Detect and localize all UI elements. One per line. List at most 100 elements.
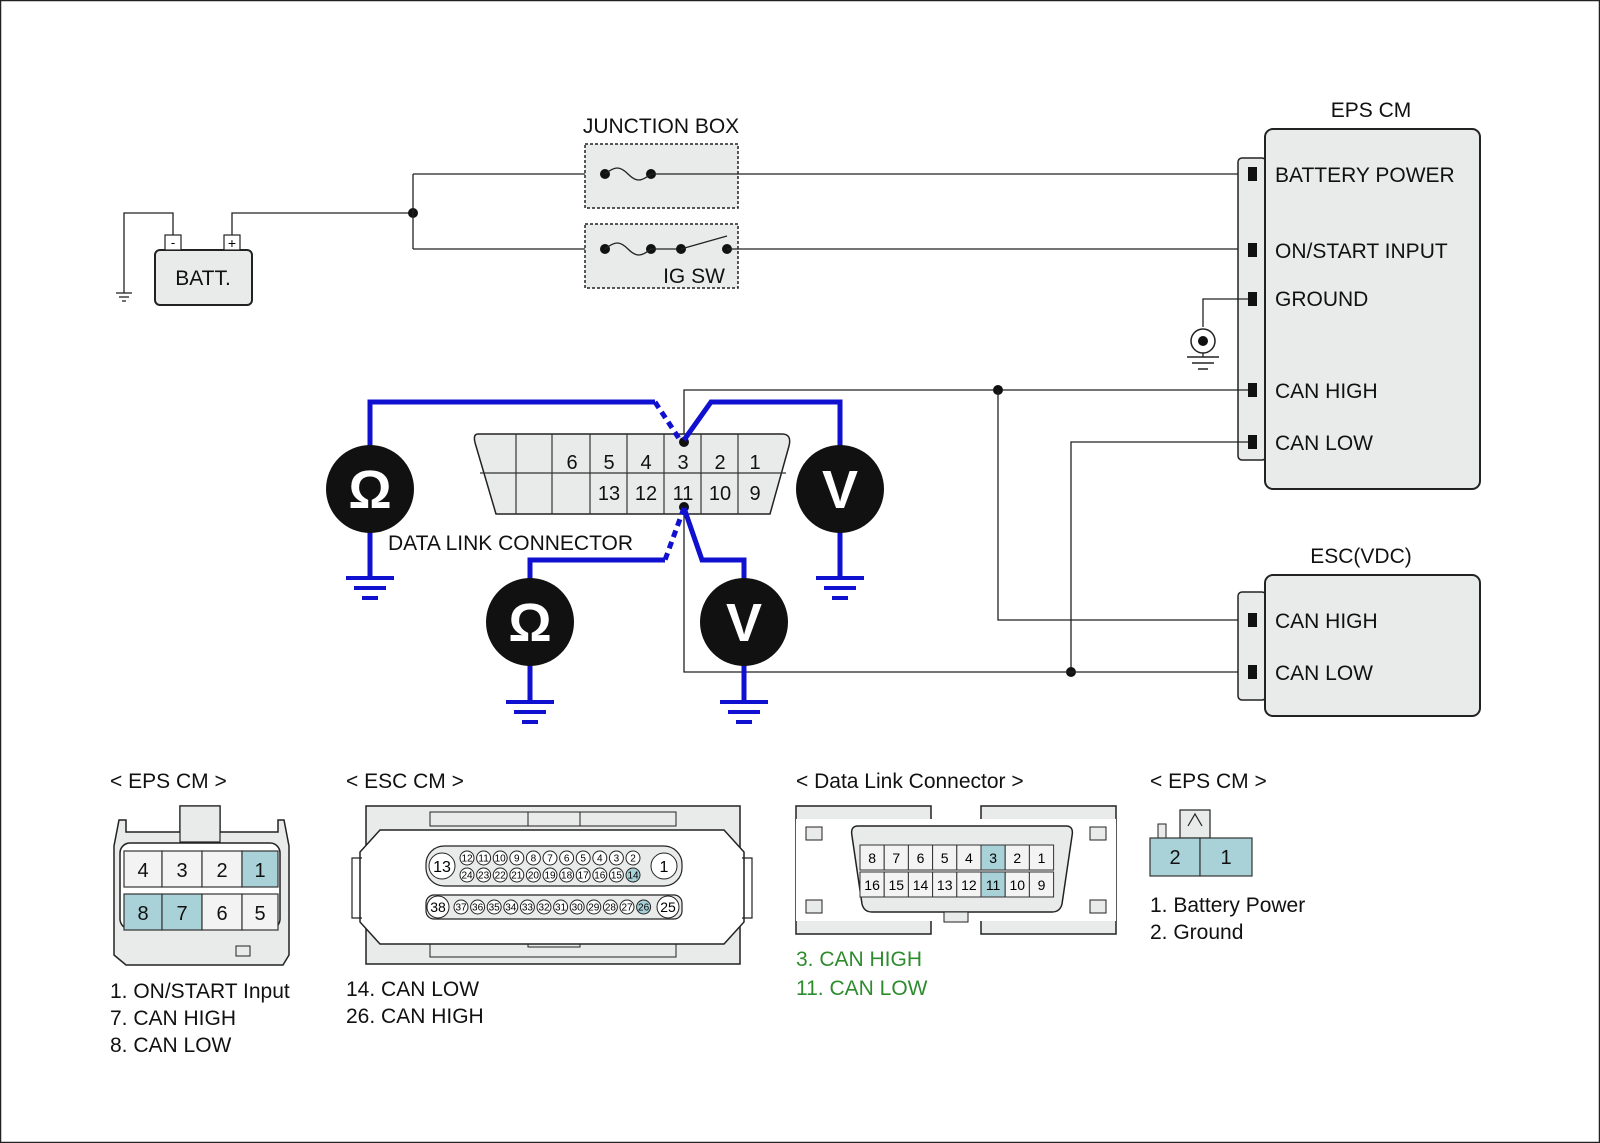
probe-ground-icon	[816, 576, 864, 600]
eps-power-note: 1. Battery Power	[1150, 894, 1305, 917]
dlc-view-pin: 6	[917, 850, 925, 866]
esc-pin-label: 24	[461, 871, 473, 882]
eps-view-note: 8. CAN LOW	[110, 1034, 232, 1057]
eps-view-pin: 7	[176, 903, 187, 925]
ignition-switch-icon	[680, 235, 728, 250]
dlc-pin-10: 10	[709, 483, 731, 505]
eps-view-pin: 4	[137, 860, 148, 882]
esc-pin	[592, 867, 608, 883]
battery-label: BATT.	[175, 267, 231, 290]
esc-pin	[509, 867, 525, 883]
esc-pin-label: 23	[478, 871, 490, 882]
esc-pin	[608, 850, 624, 866]
esc-pin	[459, 850, 475, 866]
volt-probe-wire-top	[681, 399, 843, 448]
esc-pin-label: 8	[531, 854, 537, 865]
esc-pin-label: 5	[580, 854, 586, 865]
battery-neg-label: -	[171, 235, 175, 250]
esc-cm-view-title: < ESC CM >	[346, 770, 464, 793]
volt-symbol: V	[822, 460, 858, 520]
volt-symbol: V	[726, 593, 762, 653]
esc-pin	[575, 850, 591, 866]
esc-pin	[650, 852, 678, 880]
esc-pin	[619, 899, 635, 915]
eps-ground-wire	[1202, 298, 1248, 327]
esc-pin-label: 3	[614, 854, 620, 865]
esc-pin	[559, 867, 575, 883]
esc-pin-label: 37	[455, 903, 467, 914]
esc-pin-label: 33	[522, 903, 534, 914]
esc-pin-label: 38	[430, 899, 446, 915]
chassis-ground-icon	[1187, 328, 1219, 370]
esc-pin-label: 26	[638, 903, 650, 914]
eps-power-pin-cell	[1199, 837, 1253, 877]
dlc-pin-2: 2	[714, 452, 725, 474]
dlc-view-pin-cell	[1004, 871, 1030, 898]
battery-ground-wire	[123, 212, 174, 293]
esc-pin	[492, 867, 508, 883]
dlc-view-pin-cell	[859, 844, 885, 871]
probe-ground-icon	[506, 700, 554, 724]
dlc-view-pin: 9	[1038, 877, 1046, 893]
esc-pin	[486, 899, 502, 915]
ohm-symbol: Ω	[508, 593, 551, 653]
dlc-view-pin-cell	[1004, 844, 1030, 871]
esc-pin-label: 19	[544, 871, 556, 882]
ohm-probe-wire-top	[367, 399, 655, 448]
eps-view-pin: 3	[176, 860, 187, 882]
battery-ground-icon	[116, 292, 132, 302]
dlc-pin-12: 12	[635, 483, 657, 505]
dlc-view-pin-cell	[883, 871, 909, 898]
esc-pin-label: 21	[511, 871, 523, 882]
dlc-view-pin-cell	[980, 871, 1006, 898]
fuse-icon	[604, 167, 652, 181]
eps-power-note: 2. Ground	[1150, 921, 1243, 944]
esc-pin-label: 12	[461, 854, 473, 865]
probe-ground-icon	[346, 576, 394, 600]
esc-pin-label: 28	[605, 903, 617, 914]
esc-pin	[492, 850, 508, 866]
esc-pin	[553, 899, 569, 915]
eps-cm-title: EPS CM	[1331, 99, 1412, 122]
esc-pin-label: 1	[660, 859, 669, 876]
dlc-view-note: 3. CAN HIGH	[796, 948, 922, 971]
eps-pin-on-start-input: ON/START INPUT	[1275, 240, 1448, 263]
ohm-probe-dash-top	[652, 400, 683, 442]
dlc-view-pin: 12	[961, 877, 977, 893]
esc-pin-label: 9	[514, 854, 520, 865]
eps-pin-can-low: CAN LOW	[1275, 432, 1373, 455]
esc-pin	[459, 867, 475, 883]
esc-pin-label: 6	[564, 854, 570, 865]
esc-pin	[542, 850, 558, 866]
dlc-pin-11: 11	[673, 483, 694, 505]
voltmeter-icon: V	[796, 445, 884, 533]
esc-pin	[509, 850, 525, 866]
esc-pin-label: 18	[561, 871, 573, 882]
dlc-view-pin-cell	[956, 844, 982, 871]
esc-pin	[559, 850, 575, 866]
ohm-probe-wire-bottom	[527, 557, 665, 585]
eps-pin-ground: GROUND	[1275, 288, 1368, 311]
dlc-view-pin-cell	[907, 871, 934, 898]
dlc-view-pin: 14	[913, 877, 929, 893]
esc-pin-label: 20	[528, 871, 540, 882]
eps-view-note: 7. CAN HIGH	[110, 1007, 236, 1030]
esc-pin	[608, 867, 624, 883]
eps-view-note: 1. ON/START Input	[110, 980, 290, 1003]
eps-pin-battery-power: BATTERY POWER	[1275, 164, 1455, 187]
voltmeter-icon: V	[700, 578, 788, 666]
dlc-view-pin-cell	[907, 844, 934, 871]
esc-pin-label: 4	[597, 854, 603, 865]
dlc-view-pin-cell	[859, 871, 885, 898]
esc-pin	[525, 867, 541, 883]
junction-box-title: JUNCTION BOX	[583, 115, 739, 138]
dlc-pin-9: 9	[749, 483, 760, 505]
junction-box: JUNCTION BOX IG SW	[583, 115, 739, 289]
eps-view-pin: 8	[137, 903, 148, 925]
dlc-view-pin: 15	[889, 877, 905, 893]
can-high-wire	[683, 389, 1248, 440]
esc-pin-label: 7	[547, 854, 553, 865]
dlc-view-note: 11. CAN LOW	[796, 977, 928, 1000]
